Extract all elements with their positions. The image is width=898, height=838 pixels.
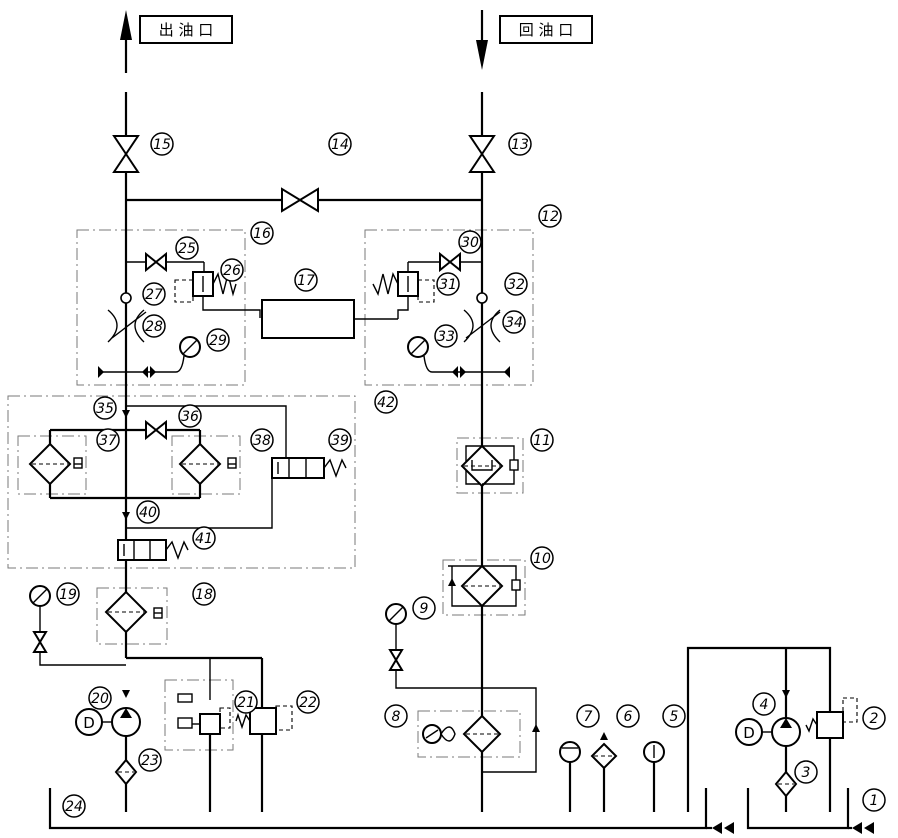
return-arrow-down: [476, 40, 488, 70]
label-38: 38: [253, 433, 271, 449]
relief-2-icon: [817, 712, 843, 738]
label-9: 9: [420, 601, 429, 617]
label-11: 11: [533, 433, 551, 449]
label-17: 17: [297, 273, 315, 289]
label-37: 37: [99, 433, 117, 449]
label-26: 26: [223, 263, 241, 279]
valve-30-icon: [440, 254, 460, 270]
label-30: 30: [461, 235, 479, 251]
label-41: 41: [195, 531, 213, 547]
label-20: 20: [91, 691, 109, 707]
label-40: 40: [139, 505, 157, 521]
label-7: 7: [584, 709, 593, 725]
label-2: 2: [870, 711, 879, 727]
label-18: 18: [195, 587, 213, 603]
motor-left-letter: D: [83, 714, 95, 732]
sensor-32-icon: [477, 293, 487, 303]
label-28: 28: [145, 319, 163, 335]
label-23: 23: [141, 753, 159, 769]
valve-41-icon: [118, 540, 166, 560]
motor-right-letter: D: [743, 724, 755, 742]
label-15: 15: [153, 137, 171, 153]
valve-39-icon: [272, 458, 324, 478]
level-7-icon: [560, 742, 580, 762]
label-3: 3: [802, 765, 811, 781]
valve-15-icon: [114, 136, 138, 172]
label-32: 32: [507, 277, 525, 293]
relief-22-icon: [250, 708, 276, 734]
label-13: 13: [511, 137, 529, 153]
label-33: 33: [437, 329, 455, 345]
valve-36-icon: [146, 422, 166, 438]
label-21: 21: [237, 695, 255, 711]
tank-24-outline: [50, 788, 706, 828]
label-31: 31: [439, 277, 457, 293]
tank-17-icon: [262, 300, 354, 338]
module-12-box: [365, 230, 533, 385]
valve-25-icon: [146, 254, 166, 270]
label-29: 29: [209, 333, 227, 349]
label-24: 24: [65, 799, 83, 815]
label-42: 42: [377, 395, 395, 411]
valve-21-icon: [200, 714, 220, 734]
label-36: 36: [181, 409, 199, 425]
valve-14-icon: [282, 189, 318, 211]
label-1: 1: [870, 793, 879, 809]
label-25: 25: [178, 241, 196, 257]
label-4: 4: [760, 697, 769, 713]
label-10: 10: [533, 551, 551, 567]
label-12: 12: [541, 209, 559, 225]
module-16-box: [77, 230, 245, 385]
label-14: 14: [331, 137, 349, 153]
label-39: 39: [331, 433, 349, 449]
valve-13-icon: [470, 136, 494, 172]
sensor-27-icon: [121, 293, 131, 303]
label-34: 34: [505, 315, 523, 331]
label-35: 35: [96, 401, 114, 417]
outlet-arrow-up: [120, 10, 132, 40]
return-label: 回 油 口: [519, 21, 574, 39]
label-22: 22: [299, 695, 317, 711]
label-16: 16: [253, 226, 271, 242]
label-8: 8: [392, 709, 401, 725]
label-6: 6: [624, 709, 633, 725]
label-5: 5: [670, 709, 679, 725]
label-27: 27: [145, 287, 163, 303]
label-19: 19: [59, 587, 77, 603]
tank-1-outline: [748, 788, 848, 828]
outlet-label: 出 油 口: [159, 21, 214, 39]
